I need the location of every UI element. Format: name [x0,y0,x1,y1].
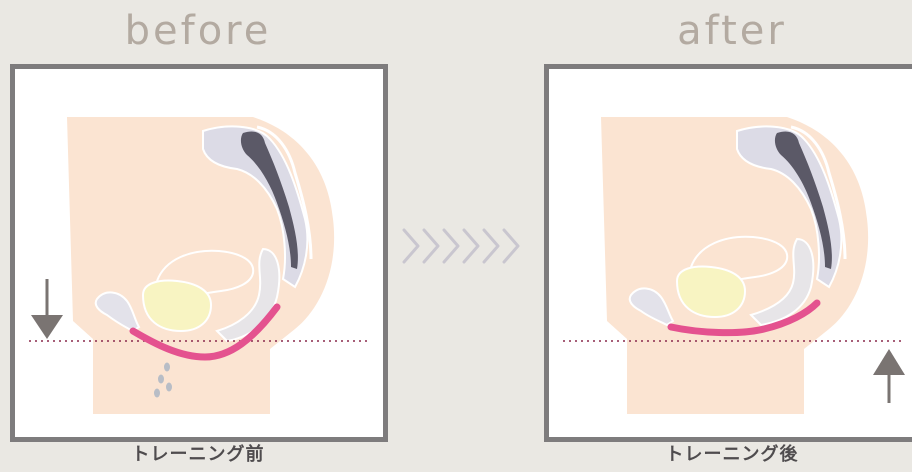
sacrum-bone [202,125,309,289]
pubic-bone [628,287,675,327]
uterus-outline [156,249,255,306]
before-heading: before [124,8,272,54]
pelvic-floor-muscle [129,303,281,361]
chevrons-right-icon [402,228,520,264]
after-heading: after [677,8,787,54]
after-illustration-panel [544,64,912,442]
pelvis-diagram-before [29,117,371,414]
bladder [141,279,213,333]
rectum [749,237,815,327]
spine-dark [240,131,298,269]
uterus-outline [690,235,789,292]
spine-ridge [256,125,313,260]
leak-droplets [154,362,172,398]
spine-ridge [790,125,847,260]
pelvis-diagram-after [563,117,905,414]
before-caption: トレーニング前 [131,444,265,465]
bladder [675,265,747,319]
up-arrow-icon [873,349,905,403]
before-illustration-panel [10,64,388,442]
down-arrow-icon [31,279,63,339]
after-caption: トレーニング後 [665,444,799,465]
spine-dark [774,131,832,269]
pelvic-floor-muscle [667,299,821,337]
sacrum-bone [736,125,843,289]
